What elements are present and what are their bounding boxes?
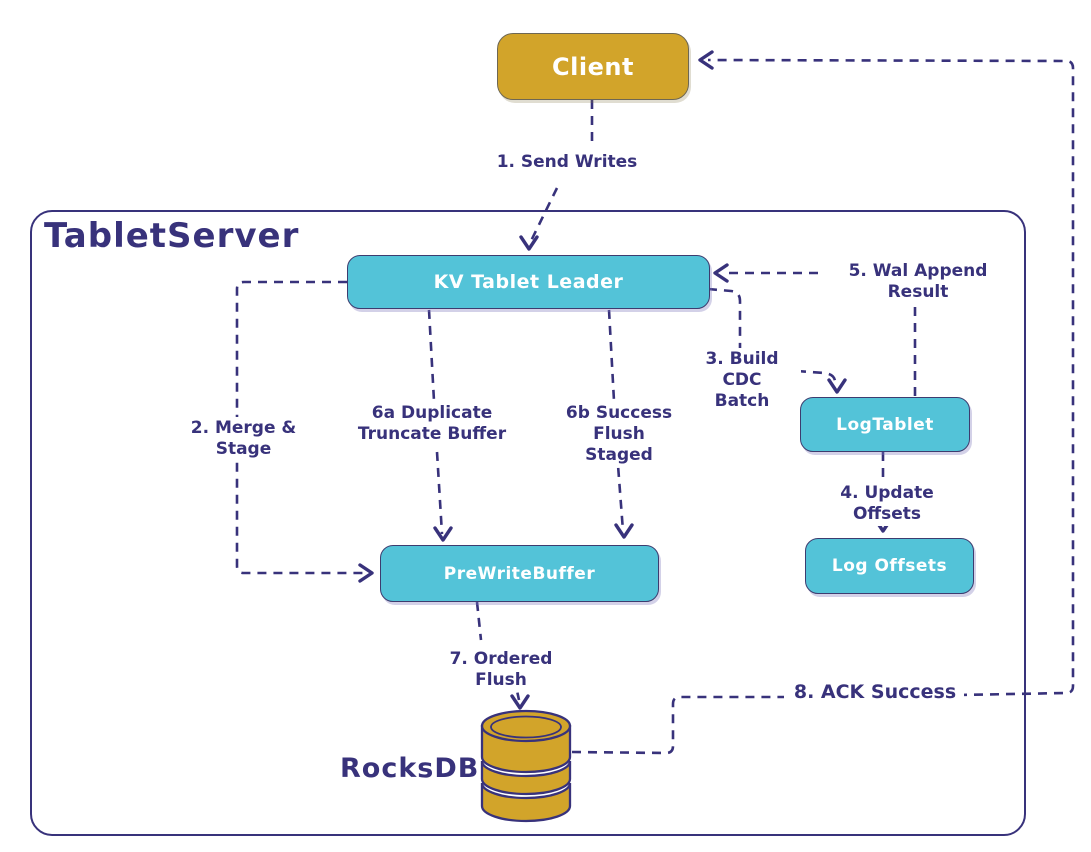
edge-6a-duplicate-truncate-path	[427, 309, 453, 542]
node-kv-tablet-leader-label: KV Tablet Leader	[433, 271, 624, 293]
node-prewrite-buffer-label: PreWriteBuffer	[443, 563, 596, 584]
rocksdb-cylinder-icon	[480, 709, 572, 823]
edge-label-ack-success: 8. ACK Success	[786, 681, 964, 704]
node-log-tablet-label: LogTablet	[836, 414, 934, 435]
node-prewrite-buffer: PreWriteBuffer	[380, 545, 659, 602]
edge-8-ack-success-path	[571, 50, 1075, 755]
edge-6b-success-flush-path	[607, 309, 634, 539]
edge-label-success-flush-staged: 6b Success Flush Staged	[538, 402, 700, 467]
edge-3-build-cdc-path	[707, 287, 847, 394]
edge-label-merge-stage: 2. Merge & Stage	[164, 417, 323, 461]
edge-label-update-offsets: 4. Update Offsets	[804, 482, 970, 526]
tablet-server-container	[30, 210, 1026, 836]
node-kv-tablet-leader: KV Tablet Leader	[347, 255, 710, 309]
node-rocksdb-label: RocksDB	[340, 753, 480, 784]
edge-label-duplicate-truncate-buffer: 6a Duplicate Truncate Buffer	[352, 402, 512, 446]
edge-label-wal-append-result: 5. Wal Append Result	[818, 260, 1018, 304]
edge-label-ordered-flush: 7. Ordered Flush	[424, 648, 578, 692]
node-client-label: Client	[552, 52, 634, 81]
tablet-server-title: TabletServer	[44, 216, 300, 256]
node-log-offsets: Log Offsets	[805, 538, 974, 594]
edge-2-merge-stage-path	[235, 280, 374, 583]
node-client: Client	[497, 33, 689, 100]
edge-label-send-writes: 1. Send Writes	[470, 151, 664, 174]
edge-label-build-cdc-batch: 3. Build CDC Batch	[683, 348, 801, 413]
edge-1-send-writes-path	[519, 100, 594, 251]
node-log-tablet: LogTablet	[800, 397, 970, 452]
edge-5-wal-append-result-path	[713, 263, 917, 396]
node-log-offsets-label: Log Offsets	[831, 556, 948, 576]
